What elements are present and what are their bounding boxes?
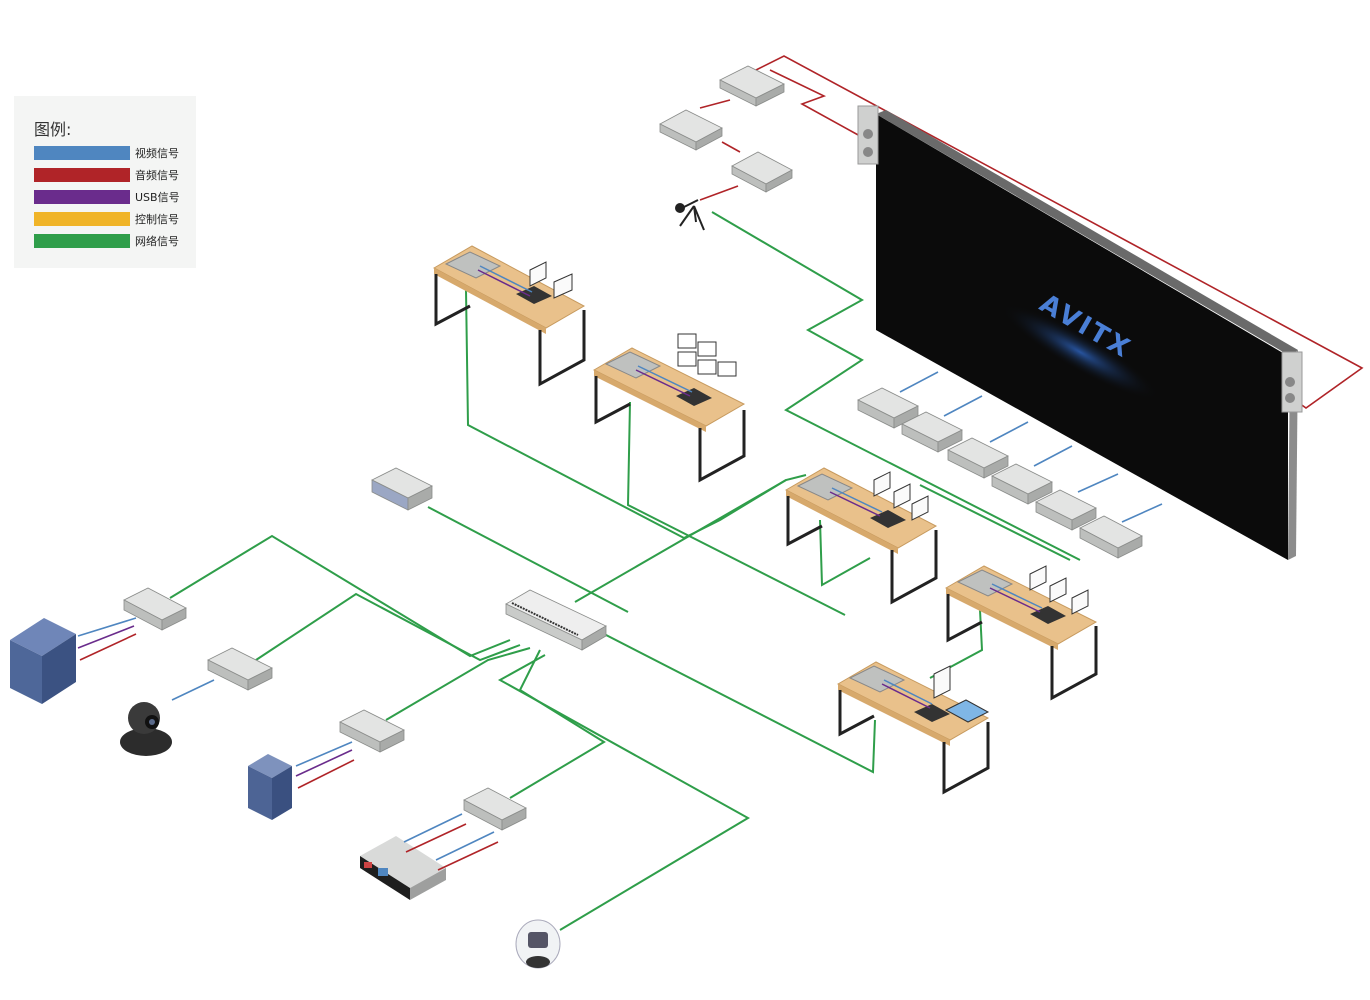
- workstation-server: [10, 618, 76, 704]
- network-line-domecam: [497, 654, 751, 931]
- network-line-desk1: [465, 289, 685, 539]
- legend-label-network: 网络信号: [135, 235, 179, 248]
- network-line-top-device: [427, 506, 629, 613]
- legend-item-control: 控制信号: [34, 212, 194, 226]
- audio-mic-dec: [699, 185, 739, 201]
- legend-swatch-control: [34, 212, 130, 226]
- legend-item-video: 视频信号: [34, 146, 194, 160]
- wall-decoder-5: [1035, 489, 1097, 531]
- desk-2: [592, 333, 746, 483]
- legend-swatch-usb: [34, 190, 130, 204]
- desk-5: [836, 661, 990, 795]
- legend-swatch-video: [34, 146, 130, 160]
- legend-label-video: 视频信号: [135, 147, 179, 160]
- encoder-cam: [207, 647, 273, 691]
- legend-item-network: 网络信号: [34, 234, 194, 248]
- network-line-desk3: [819, 519, 871, 587]
- legend: 图例: 视频信号 音频信号 USB信号 控制信号 网络信号: [14, 96, 196, 268]
- network-line-decoders: [919, 484, 1071, 561]
- audio-amp-speaker: [769, 69, 861, 137]
- network-line-pc: [385, 647, 531, 721]
- video-lines: [899, 371, 1163, 523]
- desk-3: [784, 467, 938, 605]
- network-line-desk4: [929, 609, 984, 679]
- endpoint-signal-lines: [403, 813, 499, 871]
- audio-processor: [659, 109, 723, 151]
- device-boxes: [123, 65, 1143, 831]
- legend-swatch-network: [34, 234, 130, 248]
- network-line-endpoint: [509, 649, 606, 799]
- speaker-right: [1281, 351, 1303, 413]
- desk-1: [432, 245, 586, 387]
- legend-item-usb: USB信号: [34, 190, 194, 204]
- network-switch: [505, 589, 607, 651]
- video-conference-endpoint: [360, 836, 446, 900]
- microphone: [675, 199, 705, 231]
- desks: [432, 245, 1098, 795]
- legend-label-usb: USB信号: [135, 191, 180, 204]
- encoder-ws: [123, 587, 187, 631]
- video-wall: AVITX: [876, 110, 1298, 560]
- network-line-cam: [255, 592, 521, 662]
- network-line-desk5: [531, 596, 876, 774]
- network-line-ws: [169, 534, 511, 658]
- legend-swatch-audio: [34, 168, 130, 182]
- control-host: [371, 467, 433, 511]
- mic-decoder: [731, 151, 793, 193]
- network-line-desk2: [626, 401, 846, 616]
- audio-proc-amp: [699, 99, 731, 109]
- wall-decoder-6: [1079, 515, 1143, 559]
- ws-signal-lines: [77, 617, 137, 661]
- encoder-pc: [339, 709, 405, 753]
- legend-label-control: 控制信号: [135, 213, 179, 226]
- pc-signal-lines: [295, 741, 355, 789]
- pc-tower: [248, 754, 292, 820]
- network-line-desk-link: [683, 479, 787, 539]
- network-line-switch-up: [574, 474, 807, 603]
- amplifier: [719, 65, 785, 107]
- desk-4: [944, 565, 1098, 701]
- wall-decoder-1: [857, 387, 919, 429]
- legend-item-audio: 音频信号: [34, 168, 194, 182]
- encoder-endpoint: [463, 787, 527, 831]
- dome-camera: [515, 919, 561, 969]
- cam-video-line: [171, 679, 215, 701]
- speaker-left: [857, 105, 879, 165]
- network-line-mic: [711, 211, 1081, 561]
- wall-decoder-3: [947, 437, 1009, 479]
- wall-decoder-4: [991, 463, 1053, 505]
- wall-decoder-2: [901, 411, 963, 453]
- legend-label-audio: 音频信号: [135, 169, 179, 182]
- legend-title: 图例:: [34, 120, 72, 139]
- audio-proc-dec: [721, 141, 741, 153]
- ptz-camera: [120, 702, 172, 756]
